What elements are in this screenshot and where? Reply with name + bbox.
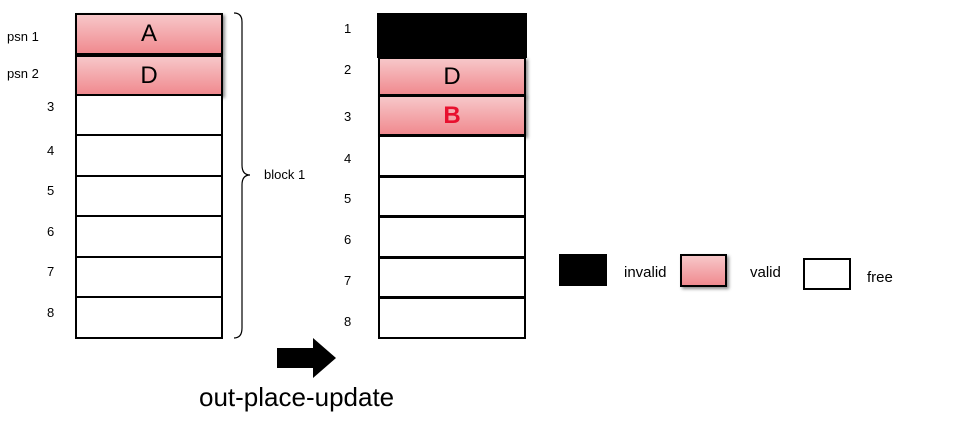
right-page-3: B: [378, 95, 526, 136]
left-row-label-8: 8: [47, 305, 55, 320]
page-content: [379, 15, 525, 56]
legend-free-label: free: [867, 269, 893, 286]
left-page-4: [75, 134, 223, 177]
left-page-7: [75, 256, 223, 298]
left-row-label-6: 6: [47, 224, 55, 239]
right-row-label-4: 4: [344, 151, 352, 166]
legend-valid-swatch: [680, 254, 727, 287]
page-content: A: [140, 20, 157, 47]
right-row-label-2: 2: [344, 62, 352, 77]
right-row-label-5: 5: [344, 191, 352, 206]
right-page-5: [378, 176, 526, 217]
right-row-label-3: 3: [344, 109, 352, 124]
left-page-5: [75, 175, 223, 217]
left-page-3: [75, 94, 223, 136]
left-page-2: D: [75, 55, 223, 96]
left-page-6: [75, 215, 223, 258]
right-page-2: D: [378, 57, 526, 96]
right-page-1: [377, 13, 527, 58]
page-content: D: [140, 61, 158, 89]
left-row-label-2: psn 2: [7, 66, 39, 81]
right-row-label-8: 8: [344, 314, 352, 329]
right-page-6: [378, 216, 526, 258]
legend-invalid-swatch: [559, 254, 607, 286]
left-page-8: [75, 296, 223, 339]
right-row-label-1: 1: [344, 21, 352, 36]
left-row-label-5: 5: [47, 183, 55, 198]
right-page-7: [378, 257, 526, 298]
legend-free-swatch: [803, 258, 851, 290]
page-content: D: [443, 62, 461, 90]
left-row-label-4: 4: [47, 143, 55, 158]
right-row-label-6: 6: [344, 232, 352, 247]
left-page-1: A: [75, 13, 223, 55]
legend-invalid-label: invalid: [624, 264, 667, 281]
legend-valid-label: valid: [750, 264, 781, 281]
left-row-label-3: 3: [47, 99, 55, 114]
arrow-right-icon: [277, 338, 336, 378]
left-row-label-7: 7: [47, 264, 55, 279]
right-page-4: [378, 135, 526, 177]
brace-label: block 1: [264, 167, 306, 182]
right-row-label-7: 7: [344, 273, 352, 288]
page-content-highlighted: B: [443, 101, 461, 129]
caption: out-place-update: [199, 382, 395, 412]
right-page-8: [378, 297, 526, 339]
brace-icon: [233, 12, 251, 339]
left-row-label-1: psn 1: [7, 29, 39, 44]
